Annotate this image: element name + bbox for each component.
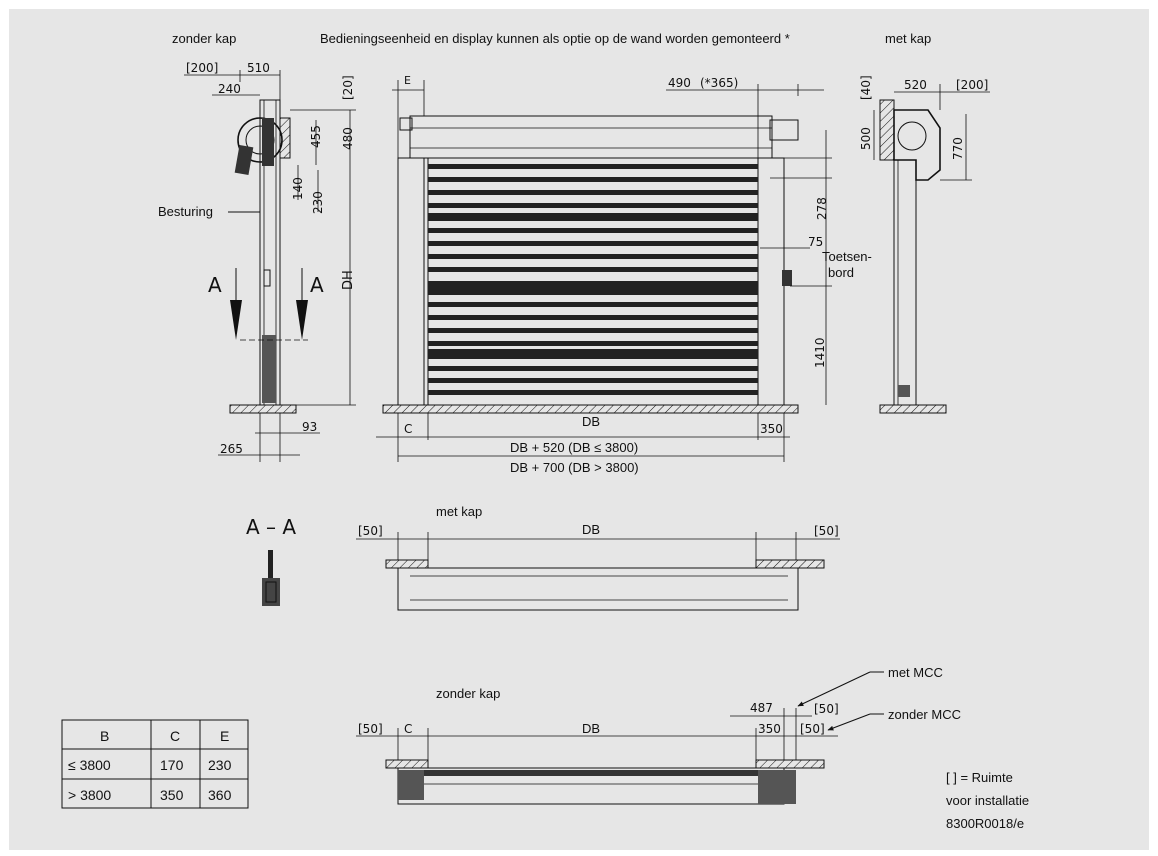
right-hood (893, 109, 941, 181)
dim-200-left: [200] (186, 61, 218, 75)
dim-dh: DH (341, 270, 356, 290)
dim-c-zonder: C (404, 722, 412, 736)
header-left-label: zonder kap (172, 31, 236, 46)
table-header-c: C (170, 728, 180, 744)
plan-met-kap-title: met kap (436, 504, 482, 519)
toetsenbord-line2: bord (828, 265, 854, 280)
left-side-view: A A [200] 510 240 [20] 455 480 140 230 D… (158, 61, 356, 462)
left-roll-drum (237, 117, 283, 163)
front-head-box (409, 115, 773, 159)
left-wall (279, 117, 291, 159)
dim-75: 75 (808, 235, 823, 249)
dim-93: 93 (302, 420, 317, 434)
right-column (893, 159, 917, 406)
dim-50-left-met: [50] (358, 524, 383, 538)
plan-zonder-kap-title: zonder kap (436, 686, 500, 701)
header-center-note: Bedieningseenheid en display kunnen als … (320, 31, 790, 46)
plan-zonder-kap: zonder kap 487 [50] [50] C DB 350 [50] m… (356, 665, 961, 805)
dimension-table: B C E ≤ 3800 170 230 > 3800 350 360 (61, 719, 249, 809)
right-floor (879, 404, 947, 414)
table-header-e: E (220, 728, 229, 744)
dim-240: 240 (218, 82, 241, 96)
drawing-code: 8300R0018/e (946, 816, 1024, 831)
dim-487: 487 (750, 701, 773, 715)
door-slats (428, 164, 758, 395)
dim-1410: 1410 (813, 337, 827, 368)
width-rule-2: DB + 700 (DB > 3800) (510, 460, 639, 475)
right-wall (879, 99, 895, 161)
table-cell-r2-e: 360 (208, 787, 232, 803)
width-rule-1: DB + 520 (DB ≤ 3800) (510, 440, 638, 455)
dim-510: 510 (247, 61, 270, 75)
front-left-frame (397, 157, 425, 406)
plan-met-kap: met kap [50] DB [50] (356, 504, 840, 611)
dim-500: 500 (859, 127, 873, 150)
besturing-label: Besturing (158, 204, 213, 219)
left-column (259, 99, 281, 406)
table-cell-r1-b: ≤ 3800 (68, 757, 111, 773)
dim-350-front: 350 (760, 422, 783, 436)
dim-50-a: [50] (814, 702, 839, 716)
dim-480: 480 (341, 127, 355, 150)
dim-770: 770 (951, 137, 965, 160)
legend-line1: [ ] = Ruimte (946, 770, 1013, 785)
dim-50-left-zonder: [50] (358, 722, 383, 736)
left-control-box (234, 144, 254, 176)
right-side-view: [40] 520 [200] 500 770 (859, 75, 990, 414)
table-cell-r1-e: 230 (208, 757, 232, 773)
table-cell-r1-c: 170 (160, 757, 184, 773)
dim-50-right-met: [50] (814, 524, 839, 538)
dim-520: 520 (904, 78, 927, 92)
legend-line2: voor installatie (946, 793, 1029, 808)
dim-20: [20] (341, 75, 355, 100)
dim-db-zonder: DB (582, 721, 600, 736)
dim-200-right: [200] (956, 78, 988, 92)
drawing-frame (9, 9, 1149, 850)
table-cell-r2-c: 350 (160, 787, 184, 803)
section-aa: A – A (246, 515, 296, 606)
dim-350-zonder: 350 (758, 722, 781, 736)
dim-490-note: (*365) (700, 76, 738, 90)
dim-c-front: C (404, 422, 412, 436)
table-header-b: B (100, 728, 109, 744)
header-right-label: met kap (885, 31, 931, 46)
section-marker-left: A (208, 273, 222, 297)
left-floor (229, 404, 297, 414)
front-floor (382, 404, 799, 414)
dim-490: 490 (668, 76, 691, 90)
dim-e: E (404, 74, 411, 87)
dim-40: [40] (859, 75, 873, 100)
dim-50-b: [50] (800, 722, 825, 736)
dim-db-front: DB (582, 414, 600, 429)
section-marker-right: A (310, 273, 324, 297)
dim-278: 278 (815, 197, 829, 220)
keypad-box (782, 270, 792, 286)
dim-265: 265 (220, 442, 243, 456)
toetsenbord-line1: Toetsen- (822, 249, 872, 264)
met-mcc-label: met MCC (888, 665, 943, 680)
dim-db-met: DB (582, 522, 600, 537)
section-aa-label: A – A (246, 515, 296, 539)
plan-met-kap-hood (397, 567, 799, 611)
zonder-mcc-label: zonder MCC (888, 707, 961, 722)
table-cell-r2-b: > 3800 (68, 787, 111, 803)
front-view: E 490 (*365) 278 75 Toetsen- bord 1410 C… (376, 74, 872, 475)
front-right-frame (757, 157, 785, 406)
